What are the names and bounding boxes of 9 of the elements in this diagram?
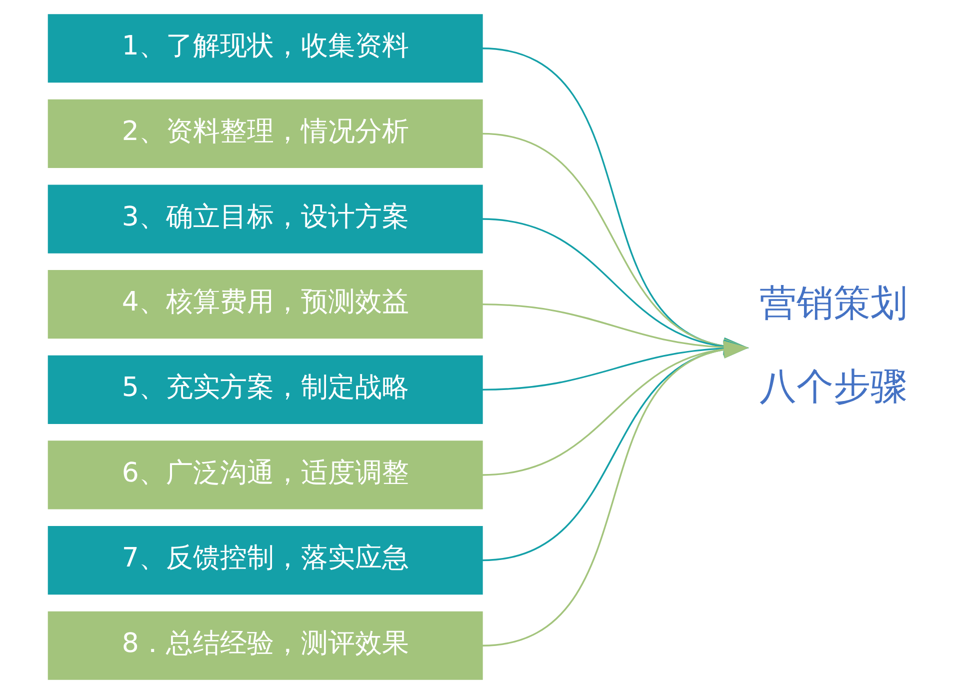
node-box: 7、反馈控制，落实应急 — [47, 526, 482, 595]
node-box: 6、广泛沟通，适度调整 — [47, 440, 482, 510]
node-box: 8．总结经验，测评效果 — [47, 611, 482, 680]
node-box: 3、确立目标，设计方案 — [47, 184, 482, 254]
node-box: 1、了解现状，收集资料 — [47, 14, 482, 83]
node-box: 4、核算费用，预测效益 — [47, 270, 482, 339]
node-box: 2、资料整理，情况分析 — [47, 99, 482, 168]
node-text: 营销策划 八个步骤 — [758, 281, 907, 408]
node-box: 5、充实方案，制定战略 — [47, 355, 482, 424]
